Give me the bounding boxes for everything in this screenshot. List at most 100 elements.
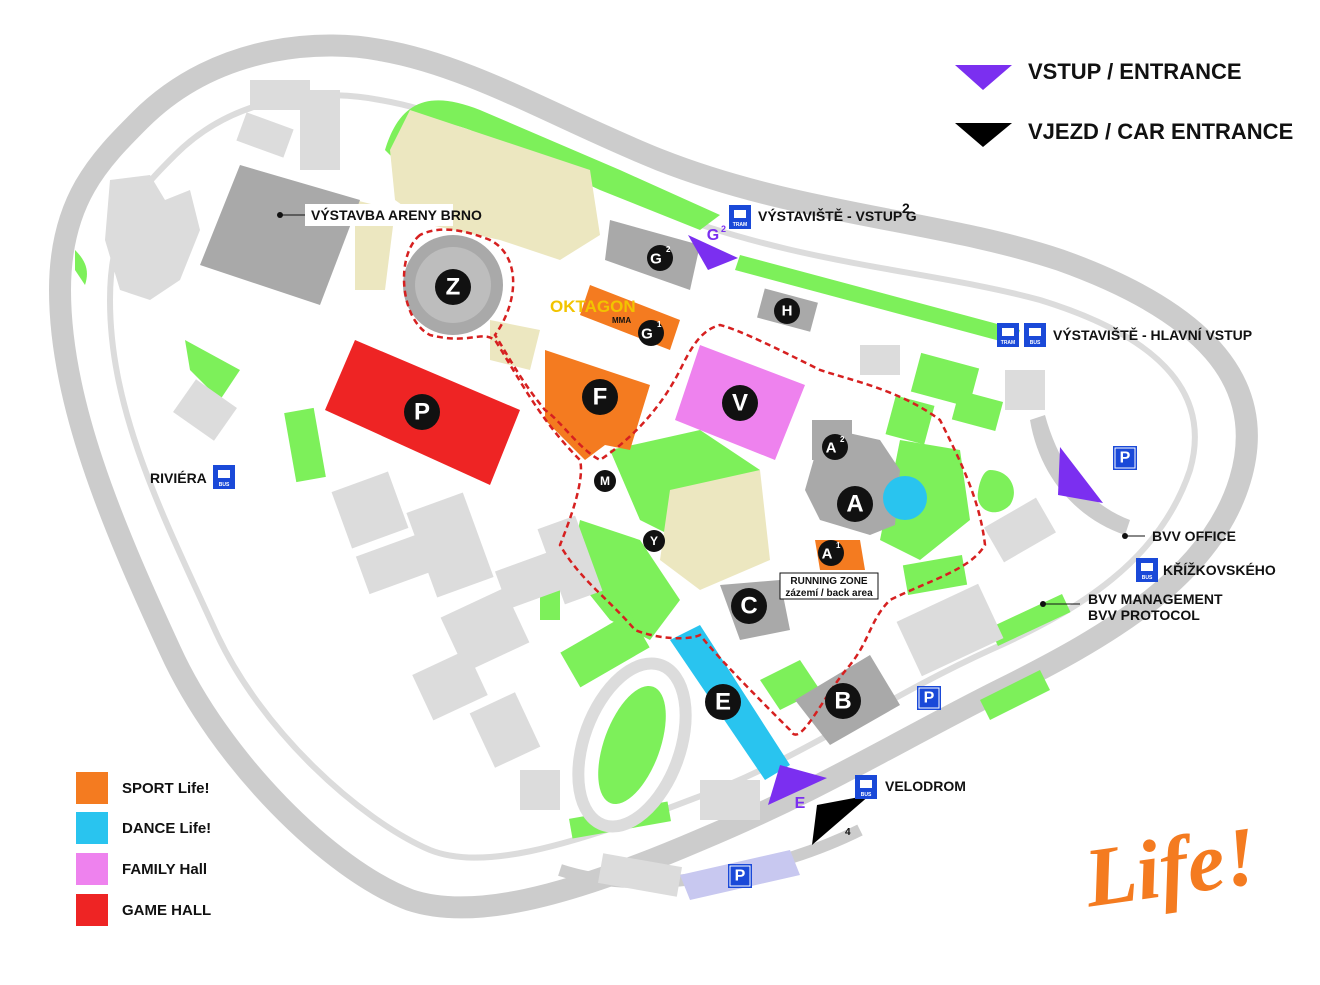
svg-text:E: E [795, 795, 806, 812]
main-stop-label: VÝSTAVIŠTĚ - HLAVNÍ VSTUP [1053, 326, 1252, 343]
pin-c[interactable]: C [731, 588, 767, 624]
svg-text:B: B [834, 688, 851, 715]
pin-a[interactable]: A [837, 486, 873, 522]
g2-stop-sup: 2 [902, 200, 910, 216]
bvv-office-label: BVV OFFICE [1122, 528, 1236, 544]
legend-sport: SPORT Life! [76, 772, 210, 804]
svg-text:G: G [707, 227, 719, 244]
legend-entrance: VSTUP / ENTRANCE [955, 59, 1242, 90]
svg-text:RUNNING ZONE: RUNNING ZONE [790, 576, 868, 587]
pin-h[interactable]: H [774, 298, 800, 324]
pin-a2[interactable]: A 2 [822, 434, 848, 460]
svg-text:TRAM: TRAM [733, 222, 747, 228]
arena-label: VÝSTAVBA ARENY BRNO [277, 204, 482, 226]
entrance-g2[interactable]: G 2 [688, 224, 738, 270]
svg-text:BUS: BUS [219, 482, 230, 488]
life-logo: Life! [1078, 809, 1263, 925]
svg-text:BVV OFFICE: BVV OFFICE [1152, 528, 1236, 544]
svg-text:V: V [732, 390, 748, 417]
bus-icon: BUS [213, 465, 235, 489]
pin-f[interactable]: F [582, 379, 618, 415]
tram-icon: TRAM [997, 323, 1019, 347]
svg-text:2: 2 [840, 435, 845, 444]
pin-a1[interactable]: A 1 [818, 540, 844, 566]
tram-icon: TRAM [729, 205, 751, 229]
svg-text:BUS: BUS [861, 792, 872, 798]
svg-text:GAME HALL: GAME HALL [122, 902, 211, 919]
svg-text:SPORT Life!: SPORT Life! [122, 780, 210, 797]
legend-dance: DANCE Life! [76, 812, 211, 844]
svg-text:2: 2 [666, 245, 671, 254]
svg-text:A: A [846, 491, 863, 518]
velodrom-label: VELODROM [885, 778, 966, 794]
pin-b[interactable]: B [825, 683, 861, 719]
svg-text:F: F [593, 384, 608, 411]
stadium [572, 657, 692, 833]
svg-text:BUS: BUS [1030, 340, 1041, 346]
svg-text:4: 4 [845, 827, 851, 838]
svg-text:DANCE Life!: DANCE Life! [122, 820, 211, 837]
legend-car-entrance: VJEZD / CAR ENTRANCE [955, 119, 1293, 147]
entrance-main[interactable] [1058, 447, 1103, 503]
svg-text:VJEZD / CAR ENTRANCE: VJEZD / CAR ENTRANCE [1028, 119, 1293, 144]
pin-z[interactable]: Z [435, 269, 471, 305]
svg-text:A: A [826, 440, 837, 457]
svg-text:BUS: BUS [1142, 575, 1153, 581]
pin-g2[interactable]: G 2 [647, 245, 673, 271]
car-entrance-velodrom[interactable]: 4 [812, 795, 870, 845]
svg-text:TRAM: TRAM [1001, 340, 1015, 346]
svg-text:P: P [924, 690, 935, 707]
svg-text:G: G [641, 326, 653, 343]
svg-text:2: 2 [721, 224, 726, 234]
parking-icon[interactable]: P [917, 686, 941, 710]
svg-text:zázemí / back area: zázemí / back area [785, 588, 873, 599]
svg-text:P: P [1120, 450, 1131, 467]
legend-family: FAMILY Hall [76, 853, 207, 885]
krizkovskeho-label: KŘÍŽKOVSKÉHO [1163, 561, 1276, 578]
svg-text:M: M [600, 474, 610, 488]
parking-icon[interactable]: P [728, 864, 752, 888]
svg-text:A: A [822, 546, 833, 563]
svg-text:P: P [735, 868, 746, 885]
pin-e[interactable]: E [705, 684, 741, 720]
car-entrance-triangle-icon [955, 123, 1012, 147]
svg-text:VÝSTAVBA ARENY BRNO: VÝSTAVBA ARENY BRNO [311, 206, 482, 223]
pin-v[interactable]: V [722, 385, 758, 421]
bvv-management-label: BVV MANAGEMENT BVV PROTOCOL [1040, 591, 1223, 623]
svg-text:1: 1 [836, 541, 841, 550]
bus-icon: BUS [1024, 323, 1046, 347]
svg-text:Y: Y [650, 534, 658, 548]
pin-m[interactable]: M [594, 470, 616, 492]
bus-icon: BUS [855, 775, 877, 799]
svg-text:Z: Z [446, 274, 461, 301]
arena-construction-area [200, 165, 360, 305]
g2-stop-label: VÝSTAVIŠTĚ - VSTUP G [758, 207, 917, 224]
svg-text:OKTAGON: OKTAGON [550, 297, 636, 316]
svg-text:H: H [782, 303, 793, 320]
oktagon-mma-logo: OKTAGON MMA [550, 297, 636, 325]
dance-pool [883, 476, 927, 520]
svg-text:VSTUP / ENTRANCE: VSTUP / ENTRANCE [1028, 59, 1242, 84]
legend-game: GAME HALL [76, 894, 211, 926]
pin-p[interactable]: P [404, 394, 440, 430]
svg-text:FAMILY Hall: FAMILY Hall [122, 861, 207, 878]
parking-icon[interactable]: P [1113, 446, 1137, 470]
svg-text:E: E [715, 689, 731, 716]
running-route [402, 228, 987, 736]
svg-text:1: 1 [657, 320, 662, 329]
svg-text:C: C [740, 593, 757, 620]
svg-text:BVV PROTOCOL: BVV PROTOCOL [1088, 607, 1200, 623]
svg-text:P: P [414, 399, 430, 426]
pin-g1[interactable]: G 1 [638, 320, 664, 346]
bus-icon: BUS [1136, 558, 1158, 582]
svg-text:BVV MANAGEMENT: BVV MANAGEMENT [1088, 591, 1223, 607]
svg-text:G: G [650, 251, 662, 268]
riviera-label: RIVIÉRA [150, 470, 207, 486]
running-zone-label: RUNNING ZONE zázemí / back area [779, 572, 879, 600]
pin-y[interactable]: Y [643, 530, 665, 552]
entrance-e[interactable]: E [768, 765, 827, 812]
svg-text:MMA: MMA [612, 316, 631, 325]
bvv-office-building [1030, 415, 1130, 535]
entrance-triangle-icon [955, 65, 1012, 90]
